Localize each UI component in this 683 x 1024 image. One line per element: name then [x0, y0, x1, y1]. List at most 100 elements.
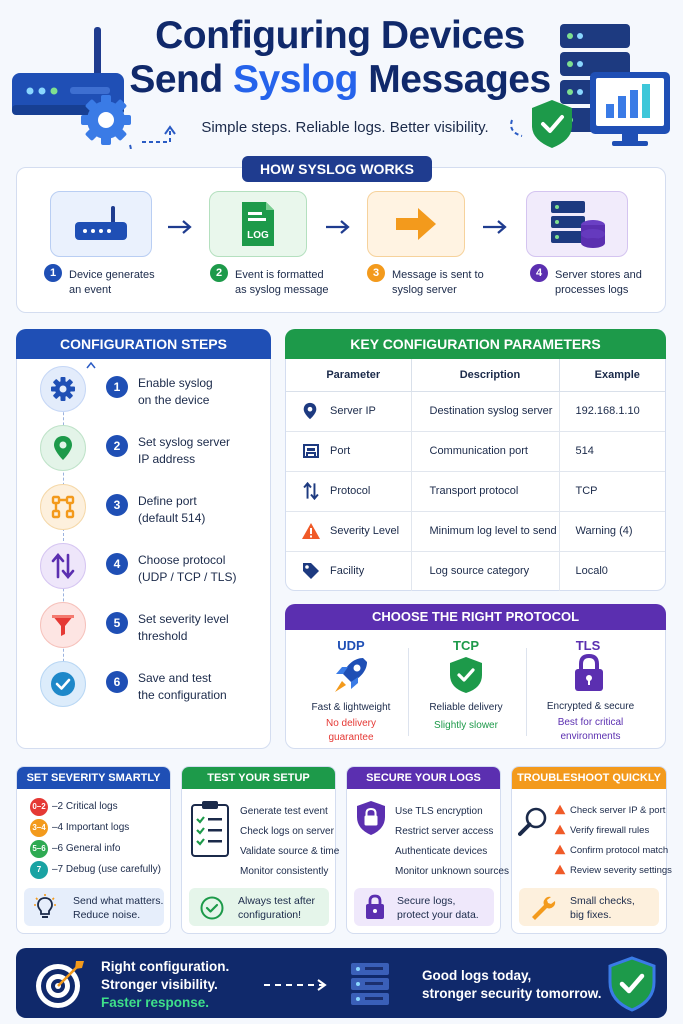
- severity-card-title: SET SEVERITY SMARTLY: [17, 767, 170, 789]
- footer-left-line-1: Right configuration.: [101, 959, 230, 974]
- how-step-2-number: 2: [210, 264, 228, 282]
- warning-icon: [554, 844, 566, 855]
- protocol-tls-name: TLS: [575, 638, 601, 653]
- severity-range-info: 5–6: [30, 840, 48, 858]
- table-row: Facility Log source category Local0: [286, 551, 665, 591]
- protocol-udp-name: UDP: [337, 638, 365, 653]
- how-step-2-label: Event is formatted as syslog message: [235, 269, 329, 296]
- config-step-6-number: 6: [106, 671, 128, 693]
- lightbulb-icon: [34, 894, 56, 918]
- protocol-tcp-desc: Reliable delivery: [429, 702, 503, 713]
- test-row-monitor: Monitor consistently: [240, 866, 329, 877]
- parameter-name: Facility: [330, 565, 365, 578]
- flow-arrow-icon: [483, 220, 507, 234]
- parameter-cell: Port: [286, 431, 412, 472]
- page-title: Configuring Devices Send Syslog Messages: [120, 14, 560, 102]
- flow-arrow-icon: [326, 220, 350, 234]
- config-step-2-number: 2: [106, 435, 128, 457]
- table-row: Server IP Destination syslog server 192.…: [286, 391, 665, 432]
- protocol-tls-desc: Encrypted & secure: [546, 701, 635, 712]
- magnifier-icon: [518, 807, 547, 836]
- configuration-steps-title: CONFIGURATION STEPS: [16, 329, 271, 359]
- how-step-3-box: [367, 191, 465, 257]
- how-step-1-number: 1: [44, 264, 62, 282]
- parameter-cell: Server IP: [286, 391, 412, 432]
- log-file-icon: LOG: [242, 202, 274, 246]
- dashed-arrow-icon: [264, 979, 327, 991]
- description-cell: Minimum log level to send: [411, 511, 560, 552]
- location-pin-icon: [54, 436, 72, 460]
- title-syslog: Syslog: [233, 58, 358, 101]
- parameter-name: Severity Level: [330, 524, 400, 537]
- protocol-divider: [408, 648, 409, 736]
- config-step-6-icon-circle: [40, 661, 86, 707]
- title-messages: Messages: [368, 58, 551, 101]
- severity-tip-box: [24, 888, 164, 926]
- server-monitor-illustration-icon: [510, 24, 670, 148]
- how-syslog-works-title: HOW SYSLOG WORKS: [242, 156, 432, 182]
- config-step-1-label: Enable syslog on the device: [138, 376, 213, 407]
- warning-icon: [554, 824, 566, 835]
- config-step-6-label: Save and test the configuration: [138, 671, 227, 702]
- config-step-5-number: 5: [106, 612, 128, 634]
- clipboard-checklist-icon: [191, 801, 229, 857]
- how-step-4-box: [526, 191, 628, 257]
- config-step-5-label: Set severity level threshold: [138, 612, 229, 643]
- title-line-2: Send Syslog Messages: [120, 58, 560, 102]
- severity-row-important: –4 Important logs: [52, 822, 130, 833]
- test-tip-box: [189, 888, 329, 926]
- severity-row-info: –6 General info: [52, 843, 121, 854]
- test-row-validate: Validate source & time: [240, 846, 340, 857]
- config-step-1-number: 1: [106, 376, 128, 398]
- how-step-4-label: Server stores and processes logs: [555, 269, 642, 296]
- up-down-arrows-icon: [303, 481, 319, 501]
- config-step-4-icon-circle: [40, 543, 86, 589]
- shield-check-icon: [450, 657, 482, 693]
- check-circle-icon: [200, 896, 224, 920]
- protocol-divider: [526, 648, 527, 736]
- test-row-check: Check logs on server: [240, 826, 334, 837]
- shield-check-icon: [608, 956, 656, 1012]
- test-row-generate: Generate test event: [240, 806, 328, 817]
- config-step-4-label: Choose protocol (UDP / TCP / TLS): [138, 553, 237, 584]
- wrench-icon: [532, 896, 556, 920]
- severity-range-debug: 7: [30, 861, 48, 879]
- config-step-2-label: Set syslog server IP address: [138, 435, 231, 466]
- parameter-name: Server IP: [330, 404, 376, 417]
- description-cell: Log source category: [411, 551, 560, 591]
- steps-connector-line: [63, 372, 64, 692]
- example-cell: 514: [559, 431, 665, 472]
- trouble-tip-text: Small checks, big fixes.: [570, 895, 635, 921]
- example-cell: TCP: [559, 471, 665, 512]
- secure-row-authenticate: Authenticate devices: [395, 846, 488, 857]
- protocol-tcp-note: Slightly slower: [434, 720, 498, 731]
- config-step-4-number: 4: [106, 553, 128, 575]
- description-cell: Destination syslog server: [411, 391, 560, 432]
- protocol-udp-desc: Fast & lightweight: [311, 702, 391, 713]
- column-header-example: Example: [559, 359, 665, 392]
- table-row: Protocol Transport protocol TCP: [286, 471, 665, 512]
- column-header-description: Description: [411, 359, 560, 392]
- how-step-1-label: Device generates an event: [69, 269, 155, 296]
- router-illustration-icon: [12, 27, 132, 150]
- example-cell: Local0: [575, 565, 608, 578]
- troubleshoot-card-title: TROUBLESHOOT QUICKLY: [512, 767, 666, 789]
- shield-lock-icon: [357, 801, 385, 835]
- server-rack-icon: [351, 963, 389, 1005]
- how-step-3-number: 3: [367, 264, 385, 282]
- parameters-table: Parameter Description Example Server IP …: [286, 359, 665, 591]
- severity-range-critical: 0–2: [30, 798, 48, 816]
- table-row: Severity Level Minimum log level to send…: [286, 511, 665, 552]
- trouble-row-protocol: Confirm protocol match: [570, 845, 669, 856]
- title-line-1: Configuring Devices: [155, 14, 525, 57]
- protocol-title: CHOOSE THE RIGHT PROTOCOL: [285, 604, 666, 630]
- trouble-row-severity: Review severity settings: [570, 865, 672, 876]
- page-subtitle: Simple steps. Reliable logs. Better visi…: [201, 119, 489, 136]
- how-step-1-box: [50, 191, 152, 257]
- example-cell: 192.168.1.10: [559, 391, 665, 432]
- lock-icon: [575, 654, 603, 691]
- footer-right-line-2: stronger security tomorrow.: [422, 986, 602, 1001]
- table-row: Port Communication port 514: [286, 431, 665, 472]
- flow-arrow-icon: [168, 220, 192, 234]
- table-header-row: Parameter Description Example: [286, 359, 665, 392]
